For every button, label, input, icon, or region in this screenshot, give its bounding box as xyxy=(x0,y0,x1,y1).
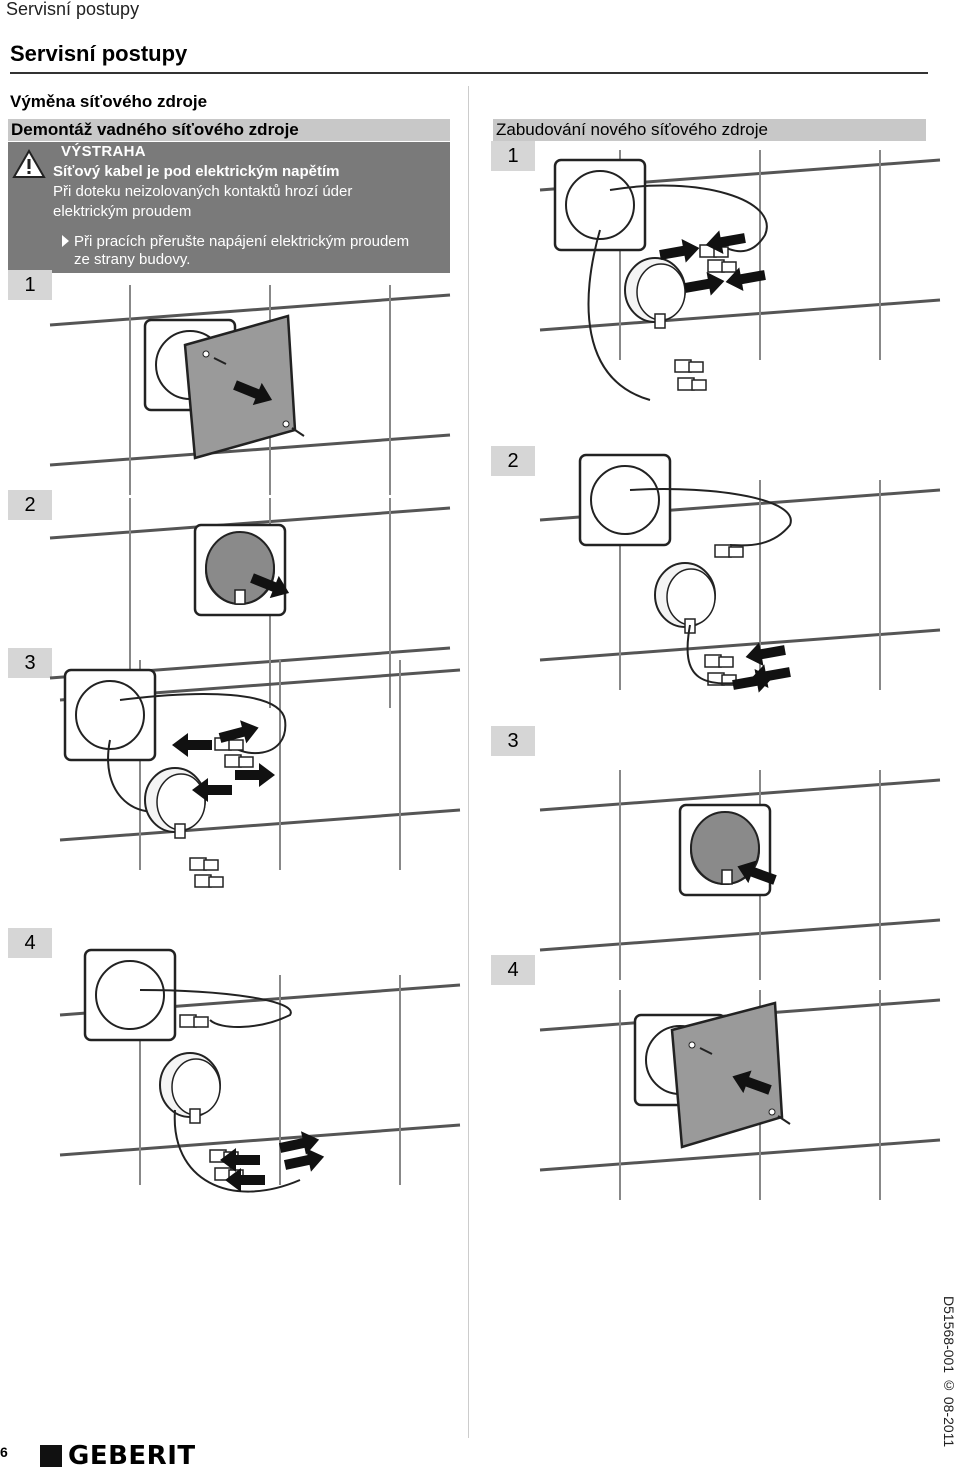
illustration-left-3 xyxy=(58,658,462,888)
page-number: 6 xyxy=(0,1444,8,1460)
warning-instruction-1: Při pracích přerušte napájení elektrický… xyxy=(74,233,410,250)
step-right-4: 4 xyxy=(491,955,535,985)
illustration-right-2 xyxy=(538,453,942,697)
warning-instruction-2: ze strany budovy. xyxy=(74,251,191,268)
step-left-4: 4 xyxy=(8,928,52,958)
left-heading: Demontáž vadného síťového zdroje xyxy=(8,119,450,141)
step-left-1: 1 xyxy=(8,270,52,300)
bullet-arrow-icon xyxy=(62,235,69,247)
illustration-left-4 xyxy=(58,948,462,1193)
title-rule xyxy=(10,72,928,74)
illustration-right-1 xyxy=(538,148,942,401)
running-head: Servisní postupy xyxy=(6,0,140,19)
step-left-3: 3 xyxy=(8,648,52,678)
step-right-2: 2 xyxy=(491,446,535,476)
page-title: Servisní postupy xyxy=(10,41,188,66)
column-divider xyxy=(468,86,469,1438)
warning-headline: Síťový kabel je pod elektrickým napětím xyxy=(53,163,340,180)
illustration-right-4 xyxy=(538,988,942,1202)
step-right-3: 3 xyxy=(491,726,535,756)
warning-box: VÝSTRAHA Síťový kabel je pod elektrickým… xyxy=(8,142,450,273)
warning-text-2: elektrickým proudem xyxy=(53,203,192,220)
logo-square-icon xyxy=(40,1445,62,1467)
step-right-1: 1 xyxy=(491,141,535,171)
right-heading: Zabudování nového síťového zdroje xyxy=(493,119,926,141)
warning-triangle-icon xyxy=(12,149,46,178)
illustration-right-3 xyxy=(538,768,942,982)
section-title: Výměna síťového zdroje xyxy=(10,92,208,111)
step-left-2: 2 xyxy=(8,490,52,520)
warning-text-1: Při doteku neizolovaných kontaktů hrozí … xyxy=(53,183,353,200)
document-id: D51568-001 © 08-2011 xyxy=(941,1296,957,1448)
geberit-logo: GEBERIT xyxy=(40,1443,196,1469)
logo-text: GEBERIT xyxy=(68,1441,196,1471)
warning-label: VÝSTRAHA xyxy=(61,143,146,160)
illustration-left-2 xyxy=(48,496,452,710)
illustration-left-1 xyxy=(48,283,452,497)
